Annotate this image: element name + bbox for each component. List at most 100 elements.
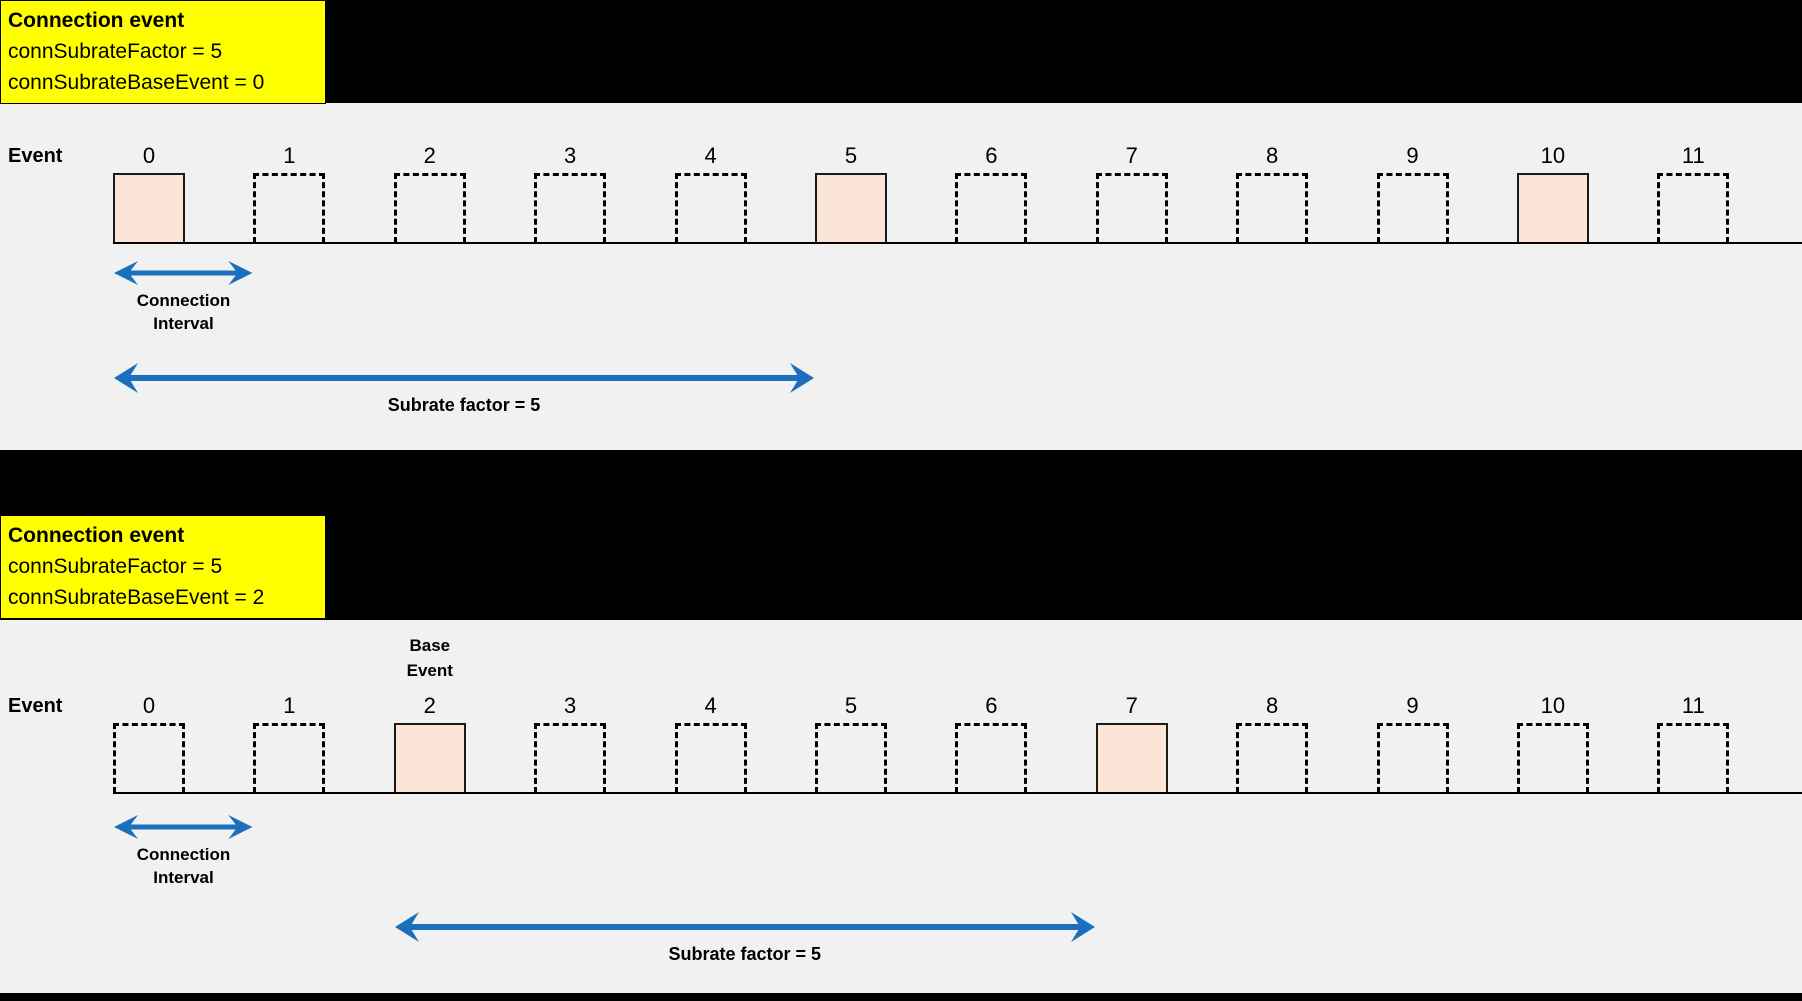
connection-event-box-skipped bbox=[814, 723, 887, 793]
connection-event-box-skipped bbox=[1657, 173, 1730, 243]
event-slot: 0 bbox=[113, 143, 253, 243]
connection-event-box-skipped bbox=[1657, 723, 1730, 793]
base-event-label-line2: Event bbox=[406, 661, 453, 680]
callout-subrate-base-event: connSubrateBaseEvent = 2 bbox=[8, 586, 265, 609]
connection-event-callout-bottom: Connection event connSubrateFactor = 5 c… bbox=[0, 515, 326, 619]
event-slot: 5 bbox=[814, 143, 955, 243]
base-event-label-line1: Base bbox=[409, 636, 451, 655]
event-slot: 2 bbox=[393, 143, 534, 243]
event-timeline: 0 1 2 3 4 5 6 7 8 9 10 11 bbox=[113, 693, 1798, 793]
subrate-timeline-panel-base-event-2: Base Event Event 0 1 2 3 4 5 6 7 8 9 10 11 Connecti… bbox=[0, 620, 1802, 993]
connection-event-box-active bbox=[1516, 173, 1589, 243]
event-number: 10 bbox=[1540, 693, 1566, 718]
event-slot: 7 bbox=[1095, 693, 1236, 793]
callout-subrate-factor: connSubrateFactor = 5 bbox=[8, 555, 223, 578]
event-number: 1 bbox=[283, 143, 296, 168]
event-slot: 4 bbox=[674, 143, 815, 243]
callout-title: Connection event bbox=[8, 9, 185, 32]
event-slot: 4 bbox=[674, 693, 815, 793]
connection-interval-label-line1: Connection bbox=[136, 845, 231, 864]
subrate-factor-arrow bbox=[114, 363, 814, 393]
subrate-factor-label: Subrate factor = 5 bbox=[387, 395, 541, 415]
event-slot: 3 bbox=[534, 143, 674, 243]
connection-event-box-skipped bbox=[393, 173, 466, 243]
event-number: 4 bbox=[704, 693, 717, 718]
event-slot: 8 bbox=[1236, 693, 1376, 793]
event-number: 8 bbox=[1266, 693, 1279, 718]
event-slot: 7 bbox=[1095, 143, 1236, 243]
connection-event-box-active bbox=[814, 173, 887, 243]
event-timeline: 0 1 2 3 4 5 6 7 8 9 10 11 bbox=[113, 143, 1798, 243]
connection-event-box-skipped bbox=[1095, 173, 1168, 243]
event-slot: 11 bbox=[1657, 693, 1797, 793]
connection-event-box-skipped bbox=[1516, 723, 1589, 793]
subrate-factor-arrow bbox=[394, 912, 1095, 942]
event-number: 11 bbox=[1681, 143, 1705, 168]
event-number: 11 bbox=[1681, 693, 1705, 718]
event-slot: 1 bbox=[253, 143, 393, 243]
connection-interval-label-line1: Connection bbox=[136, 291, 231, 310]
event-number: 0 bbox=[142, 693, 156, 718]
event-number: 2 bbox=[423, 693, 436, 718]
event-slot: 2 bbox=[393, 693, 534, 793]
event-slot: 10 bbox=[1516, 693, 1657, 793]
event-number: 7 bbox=[1125, 693, 1138, 718]
connection-event-box-active bbox=[113, 173, 185, 243]
callout-subrate-base-event: connSubrateBaseEvent = 0 bbox=[8, 71, 265, 94]
timeline-baseline bbox=[113, 792, 1802, 794]
connection-event-box-skipped bbox=[674, 173, 747, 243]
event-number: 6 bbox=[985, 693, 998, 718]
event-slot: 11 bbox=[1657, 143, 1797, 243]
event-slot: 0 bbox=[113, 693, 253, 793]
event-slot: 6 bbox=[955, 143, 1095, 243]
event-number: 3 bbox=[564, 693, 577, 718]
connection-interval-arrow bbox=[113, 815, 253, 839]
connection-event-box-skipped bbox=[1376, 723, 1449, 793]
event-number: 0 bbox=[142, 143, 156, 168]
event-slot: 9 bbox=[1376, 143, 1517, 243]
event-number: 10 bbox=[1540, 143, 1566, 168]
connection-event-box-skipped bbox=[674, 723, 747, 793]
event-number: 5 bbox=[844, 143, 858, 168]
connection-interval-label-line2: Interval bbox=[153, 314, 214, 333]
connection-interval-label: Connection Interval bbox=[113, 843, 254, 889]
connection-event-box-skipped bbox=[955, 173, 1028, 243]
event-number: 9 bbox=[1406, 143, 1419, 168]
event-slot: 8 bbox=[1236, 143, 1376, 243]
event-slot: 1 bbox=[253, 693, 393, 793]
event-number: 8 bbox=[1266, 143, 1279, 168]
event-number: 5 bbox=[844, 693, 858, 718]
base-event-label: Base Event bbox=[394, 633, 466, 683]
event-slot: 6 bbox=[955, 693, 1095, 793]
connection-interval-label: Connection Interval bbox=[113, 289, 254, 335]
connection-event-box-skipped bbox=[1236, 723, 1309, 793]
connection-event-box-skipped bbox=[534, 723, 607, 793]
event-number: 3 bbox=[564, 143, 577, 168]
connection-interval-label-line2: Interval bbox=[153, 868, 214, 887]
event-number: 6 bbox=[985, 143, 998, 168]
connection-event-box-active bbox=[393, 723, 466, 793]
callout-subrate-factor: connSubrateFactor = 5 bbox=[8, 40, 223, 63]
subrate-timeline-panel-base-event-0: Event 0 1 2 3 4 5 6 7 8 9 10 11 Connection Interval… bbox=[0, 103, 1802, 450]
event-axis-label: Event bbox=[8, 145, 63, 167]
event-slot: 9 bbox=[1376, 693, 1517, 793]
event-slot: 5 bbox=[814, 693, 955, 793]
connection-interval-arrow bbox=[113, 261, 253, 285]
subrate-factor-label: Subrate factor = 5 bbox=[668, 944, 822, 964]
connection-event-box-skipped bbox=[955, 723, 1028, 793]
event-axis-label: Event bbox=[8, 695, 63, 717]
connection-event-box-skipped bbox=[1236, 173, 1309, 243]
connection-event-box-skipped bbox=[253, 173, 326, 243]
callout-title: Connection event bbox=[8, 524, 185, 547]
connection-event-box-skipped bbox=[113, 723, 185, 793]
connection-event-box-skipped bbox=[253, 723, 326, 793]
event-number: 7 bbox=[1125, 143, 1138, 168]
event-number: 9 bbox=[1406, 693, 1419, 718]
connection-event-box-skipped bbox=[534, 173, 607, 243]
connection-event-callout-top: Connection event connSubrateFactor = 5 c… bbox=[0, 0, 326, 104]
connection-event-box-active bbox=[1095, 723, 1168, 793]
event-number: 4 bbox=[704, 143, 717, 168]
event-number: 2 bbox=[423, 143, 436, 168]
event-slot: 10 bbox=[1516, 143, 1657, 243]
